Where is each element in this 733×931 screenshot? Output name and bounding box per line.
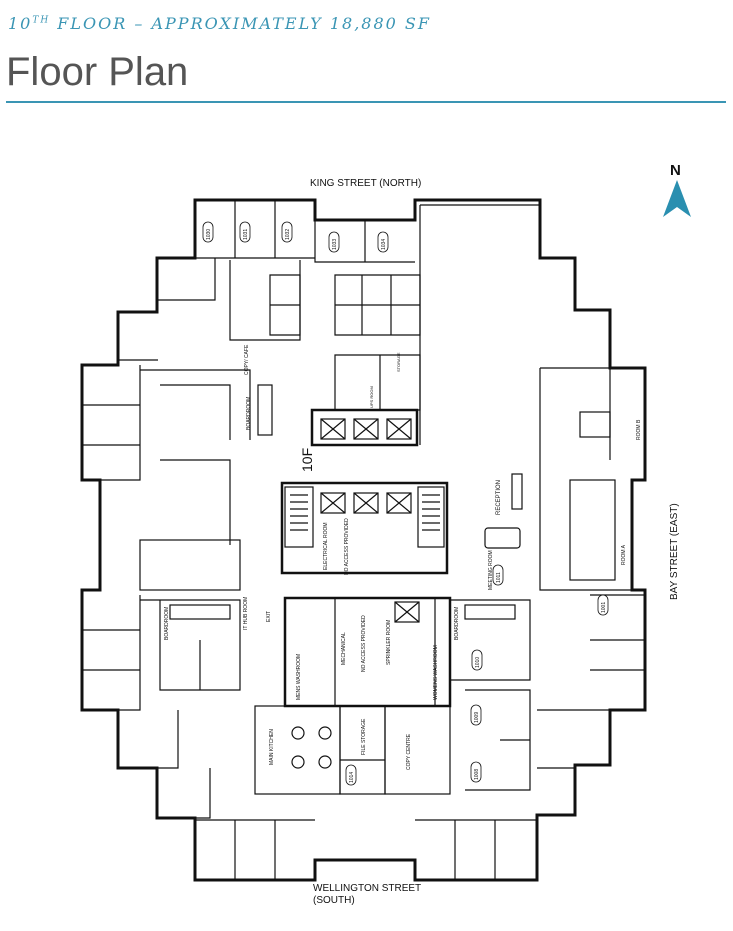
- svg-text:1010: 1010: [475, 657, 481, 668]
- label-reception: RECEPTION: [496, 480, 502, 515]
- svg-text:1001: 1001: [601, 602, 607, 613]
- label-room-a: ROOM A: [621, 544, 627, 565]
- svg-text:1031: 1031: [243, 229, 249, 240]
- svg-text:1014: 1014: [349, 772, 355, 783]
- svg-text:1008: 1008: [474, 769, 480, 780]
- label-mens-washroom: MENS WASHROOM: [296, 654, 302, 700]
- page-title: Floor Plan: [6, 50, 189, 94]
- label-sprinkler: SPRINKLER ROOM: [386, 620, 392, 665]
- north-arrow-icon: N: [663, 162, 691, 217]
- label-storage: STORAGE: [396, 352, 401, 372]
- street-north: KING STREET (NORTH): [310, 178, 421, 189]
- label-exit: EXIT: [266, 611, 272, 622]
- compass-label: N: [670, 162, 681, 179]
- label-it-hub: IT HUB ROOM: [243, 597, 249, 630]
- svg-text:1032: 1032: [285, 229, 291, 240]
- building-core: [139, 408, 452, 795]
- label-meeting-room: MEETING ROOM: [488, 550, 494, 590]
- label-boardroom-west: BOARDROOM: [164, 607, 170, 640]
- street-south-line2: (SOUTH): [313, 895, 355, 906]
- label-mechanical: MECHANICAL: [341, 632, 347, 665]
- svg-text:1009: 1009: [474, 712, 480, 723]
- label-electrical: ELECTRICAL ROOM: [323, 522, 329, 570]
- street-east: BAY STREET (EAST): [669, 503, 680, 600]
- street-south-line1: WELLINGTON STREET: [313, 883, 421, 894]
- svg-text:1033: 1033: [332, 239, 338, 250]
- label-copy-centre: COPY CENTRE: [406, 733, 412, 770]
- label-copy-cafe: COPY/ CAFE: [244, 344, 250, 375]
- svg-text:1030: 1030: [206, 229, 212, 240]
- title-divider: [6, 101, 726, 103]
- svg-text:1011: 1011: [496, 572, 502, 583]
- label-no-access-mech: NO ACCESS PROVIDED: [361, 615, 367, 672]
- label-no-access-core: NO ACCESS PROVIDED: [344, 518, 350, 575]
- svg-text:1034: 1034: [381, 239, 387, 250]
- floor-label: 10F: [299, 448, 315, 472]
- label-womens-washroom: WOMENS WASHROOM: [433, 645, 439, 700]
- label-boardroom-north: BOARDROOM: [246, 397, 252, 430]
- label-ups: UPS ROOM: [369, 386, 374, 408]
- label-main-kitchen: MAIN KITCHEN: [269, 729, 275, 765]
- label-file-storage: FILE STORAGE: [361, 718, 367, 755]
- furniture: [169, 384, 616, 769]
- room-number-tags: 1030 1031 1032 1033 1034 1010 1009 1008 …: [202, 221, 609, 786]
- label-boardroom-east: BOARDROOM: [454, 607, 460, 640]
- floor-subtitle: 10TH FLOOR – APPROXIMATELY 18,880 SF: [8, 14, 431, 33]
- label-room-b: ROOM B: [636, 419, 642, 440]
